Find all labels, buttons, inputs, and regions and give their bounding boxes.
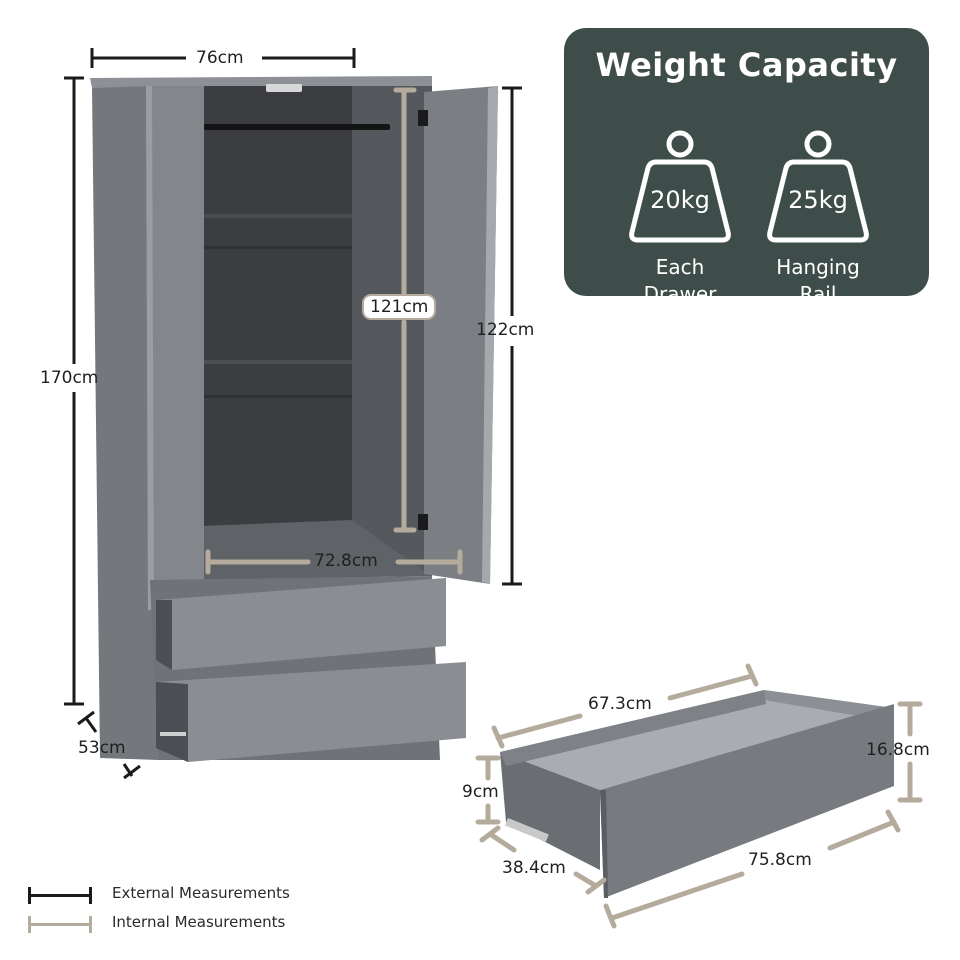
drawer-lower bbox=[156, 662, 466, 762]
hanging-rail bbox=[204, 124, 390, 130]
weight-capacity-panel: Weight Capacity 20kg Each Drawer 25kg Ha… bbox=[564, 28, 929, 306]
wardrobe bbox=[90, 76, 498, 762]
rail-weight-caption: Hanging Rail bbox=[748, 254, 888, 308]
weight-icon bbox=[767, 130, 869, 243]
rail-weight-value: 25kg bbox=[788, 186, 848, 214]
drawer-detail bbox=[500, 690, 894, 898]
dim-drawer-front-width: 75.8cm bbox=[748, 850, 812, 870]
drawer-weight-value: 20kg bbox=[650, 186, 710, 214]
external-dimensions bbox=[64, 48, 522, 780]
dim-drawer-inner-length: 67.3cm bbox=[588, 694, 652, 714]
external-line-swatch bbox=[28, 887, 92, 904]
drawer-caption-line2: Drawer bbox=[643, 282, 717, 306]
left-door bbox=[146, 86, 204, 610]
drawer-upper bbox=[156, 578, 446, 670]
wardrobe-top bbox=[90, 76, 432, 88]
dim-drawer-front-height: 16.8cm bbox=[866, 740, 930, 760]
internal-dimensions bbox=[205, 87, 463, 575]
drawer-dimensions bbox=[475, 663, 923, 929]
dim-rail-height: 121cm bbox=[362, 294, 437, 320]
rail-caption-line1: Hanging bbox=[776, 255, 860, 279]
dim-drawer-inner-depth: 9cm bbox=[462, 782, 499, 802]
dim-door-height: 122cm bbox=[476, 320, 535, 340]
legend-external-label: External Measurements bbox=[112, 884, 290, 902]
drawer-front bbox=[600, 704, 894, 898]
weight-capacity-title: Weight Capacity bbox=[595, 46, 898, 84]
legend-internal-label: Internal Measurements bbox=[112, 913, 286, 931]
right-door bbox=[424, 86, 498, 584]
wardrobe-side bbox=[92, 86, 158, 760]
dim-width-top: 76cm bbox=[196, 48, 244, 68]
weight-icon bbox=[629, 130, 731, 243]
internal-line-swatch bbox=[28, 916, 92, 933]
drawer-side bbox=[500, 752, 600, 870]
dim-depth: 53cm bbox=[78, 738, 126, 758]
drawer-caption-line1: Each bbox=[655, 255, 705, 279]
rail-caption-line2: Rail bbox=[799, 282, 837, 306]
dim-height-total: 170cm bbox=[40, 368, 99, 388]
drawer-weight-caption: Each Drawer bbox=[610, 254, 750, 308]
rail-weight-badge: 25kg bbox=[764, 128, 872, 246]
dim-drawer-depth: 38.4cm bbox=[502, 858, 566, 878]
drawer-weight-badge: 20kg bbox=[626, 128, 734, 246]
dim-inner-width: 72.8cm bbox=[314, 551, 378, 571]
